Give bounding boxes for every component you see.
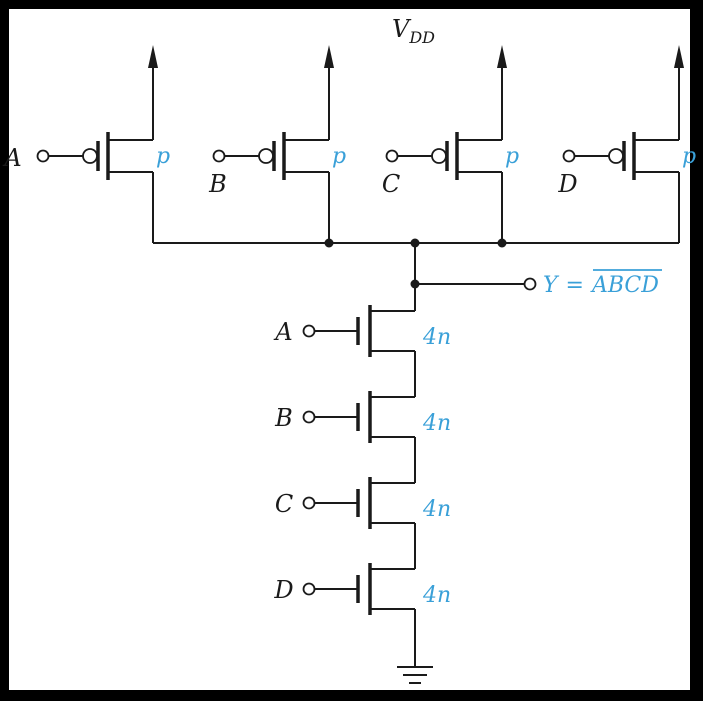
pmos-input-label: C — [382, 170, 400, 198]
gate-bubble — [431, 148, 447, 164]
pmos-type-label: p — [332, 144, 346, 169]
vdd-arrow-icon — [324, 45, 334, 68]
nmos-input-label: C — [275, 490, 293, 518]
junction-dot-c — [497, 238, 507, 248]
nmos-transistor-a: A 4n — [273, 305, 451, 397]
input-terminal — [302, 496, 316, 510]
vdd-arrow-icon — [497, 45, 507, 68]
pmos-transistor-d: Dp — [557, 45, 696, 243]
nmos-size-label: 4n — [422, 497, 451, 522]
junction-dot-b — [324, 238, 334, 248]
nmos-transistor-c: C 4n — [275, 477, 451, 569]
pmos-type-label: p — [505, 144, 519, 169]
vdd-arrow-icon — [148, 45, 158, 68]
pmos-type-label: p — [682, 144, 696, 169]
vdd-arrow-icon — [674, 45, 684, 68]
pmos-transistor-b: Bp — [208, 45, 346, 243]
pmos-input-label: B — [208, 170, 227, 198]
input-terminal — [302, 324, 316, 338]
input-terminal — [212, 149, 226, 163]
gate-bubble — [258, 148, 274, 164]
nmos-transistor-b: B 4n — [274, 391, 451, 483]
schematic-frame — [9, 9, 690, 690]
output-terminal — [523, 277, 537, 291]
output-label: Y=ABCD — [543, 273, 659, 298]
nmos-size-label: 4n — [422, 325, 451, 350]
nmos-size-label: 4n — [422, 583, 451, 608]
nmos-input-label: D — [273, 576, 293, 604]
pmos-type-label: p — [156, 144, 170, 169]
pmos-transistor-c: Cp — [382, 45, 519, 243]
input-terminal — [36, 149, 50, 163]
nmos-size-label: 4n — [422, 411, 451, 436]
gate-bubble — [608, 148, 624, 164]
input-terminal — [302, 410, 316, 424]
pmos-input-label: D — [557, 170, 577, 198]
nmos-input-label: A — [273, 318, 292, 346]
input-terminal — [562, 149, 576, 163]
vdd-label: VDD — [392, 15, 435, 47]
pmos-input-label: A — [2, 144, 21, 172]
input-terminal — [302, 582, 316, 596]
nmos-transistor-d: D 4n — [273, 563, 451, 615]
input-terminal — [385, 149, 399, 163]
nmos-input-label: B — [274, 404, 293, 432]
gate-bubble — [82, 148, 98, 164]
